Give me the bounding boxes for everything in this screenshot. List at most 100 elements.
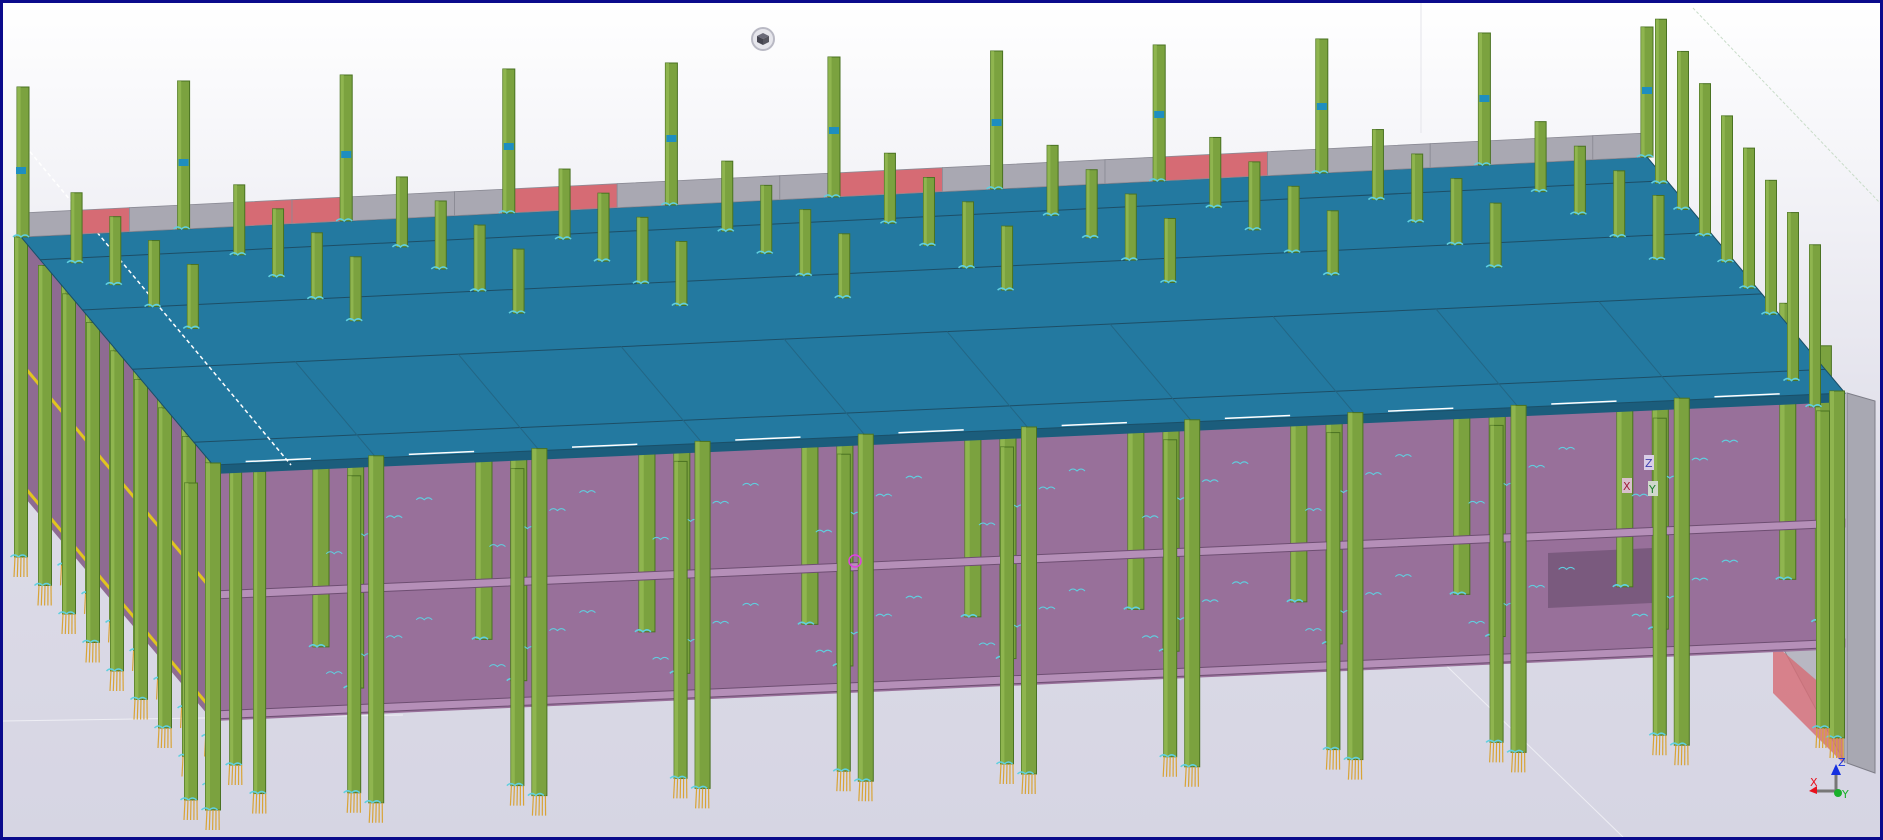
interior-column-highlight [1453,318,1459,595]
anchor-icon [1446,241,1464,246]
pile [836,771,839,792]
anchor-icon [1311,170,1329,175]
anchor-icon [1636,154,1654,159]
roof-column-short-highlight [233,184,238,255]
roof-panel-joint [1435,308,1519,408]
slab-anchor-icon [1468,620,1485,625]
front-column-highlight [531,448,537,796]
anchor-icon [471,636,489,641]
roof-column-short-highlight [760,185,765,254]
interior-column-highlight [1616,310,1622,587]
pile [255,793,258,814]
slab-anchor-icon [1631,613,1649,617]
anchor-icon [430,266,448,271]
anchor-icon [797,621,815,626]
anchor-icon [1650,180,1669,185]
anchor-icon [308,644,326,648]
pile [37,585,40,606]
parapet-block [1484,137,1539,166]
slab-anchor-icon [1528,464,1545,469]
roof-edge-mark [1551,400,1617,405]
pile [1165,756,1168,777]
front-column-pair-highlight [510,468,515,786]
slab-anchor-icon [1558,446,1575,451]
right-edge-column-highlight [1699,83,1703,236]
roof-column-short-highlight [1490,203,1494,268]
pile [1492,742,1495,763]
x-marker[interactable] [1622,478,1632,493]
roof-column-short-highlight [1164,218,1168,283]
pile [228,765,231,786]
slab-anchor-icon [1528,584,1545,589]
front-column-pair-highlight [1653,418,1658,736]
parapet-block [833,169,889,198]
roof-column-short-highlight [1001,226,1005,291]
pile [157,727,160,749]
pile [109,670,112,692]
slab-anchor-icon [875,613,893,617]
slab-anchor-icon [978,642,996,646]
slab-anchor-icon [385,635,403,639]
anchor-icon [105,668,124,673]
roof-edge-mark [1388,407,1454,412]
slab-anchor-icon [1468,500,1485,505]
pile [1674,745,1677,766]
pile [1002,763,1005,785]
column-splice-plate [1316,103,1327,110]
3d-model-scene[interactable] [3,3,1880,837]
pile [252,793,255,814]
roof-column-short-highlight [1086,169,1090,238]
roof-column-short-highlight [474,225,478,292]
slab-anchor-icon [1558,566,1575,571]
front-column-highlight [1674,398,1679,746]
interior-column-highlight [964,340,970,617]
right-end-wall [1846,392,1876,774]
anchor-icon [1244,227,1262,231]
roof-column-short-highlight [1047,145,1051,216]
front-column-highlight [1347,412,1353,760]
anchor-icon [1648,732,1666,737]
left-edge-column-highlight [253,471,258,794]
anchor-icon [508,310,526,315]
front-column-pair-highlight [837,454,842,772]
pile [535,795,537,816]
anchor-icon [1485,264,1503,269]
pile [13,556,16,578]
left-edge-column-highlight [110,351,115,671]
column-splice-plate [666,135,677,142]
roof-edge-mark [572,443,638,448]
z-marker[interactable] [1644,455,1654,470]
pile [64,613,67,635]
roof-column-short-highlight [721,161,726,232]
roof-column-short-highlight [1613,170,1617,237]
roof-column-short-highlight [311,232,315,299]
roof-panel-joint [946,331,1030,430]
anchor-icon [345,318,363,322]
column-splice-plate [178,159,189,166]
z-marker-label: Z [1645,457,1653,470]
anchor-icon [756,250,774,255]
pile [186,799,189,821]
slab-anchor-icon [1691,577,1709,581]
anchor-icon [225,762,243,767]
anchor-icon [634,629,652,633]
anchor-icon [717,228,735,233]
selection-marker[interactable] [848,554,862,568]
y-marker[interactable] [1648,481,1658,496]
front-column-pair-highlight [1326,432,1331,750]
right-edge-column-highlight [1809,244,1813,407]
slab-anchor-icon [742,602,759,607]
roof-column-short-highlight [598,193,602,262]
pile [673,778,676,799]
pile [1184,766,1187,787]
view-markers: Z X Y [1622,455,1658,496]
anchor-icon [832,768,850,773]
right-edge-column-highlight [1721,115,1725,262]
anchor-icon [834,295,852,299]
front-column-highlight [205,463,210,810]
pile [16,556,19,578]
column-splice-plate [1154,111,1165,118]
view-cube-button[interactable] [751,27,775,51]
anchor-icon [997,287,1015,292]
